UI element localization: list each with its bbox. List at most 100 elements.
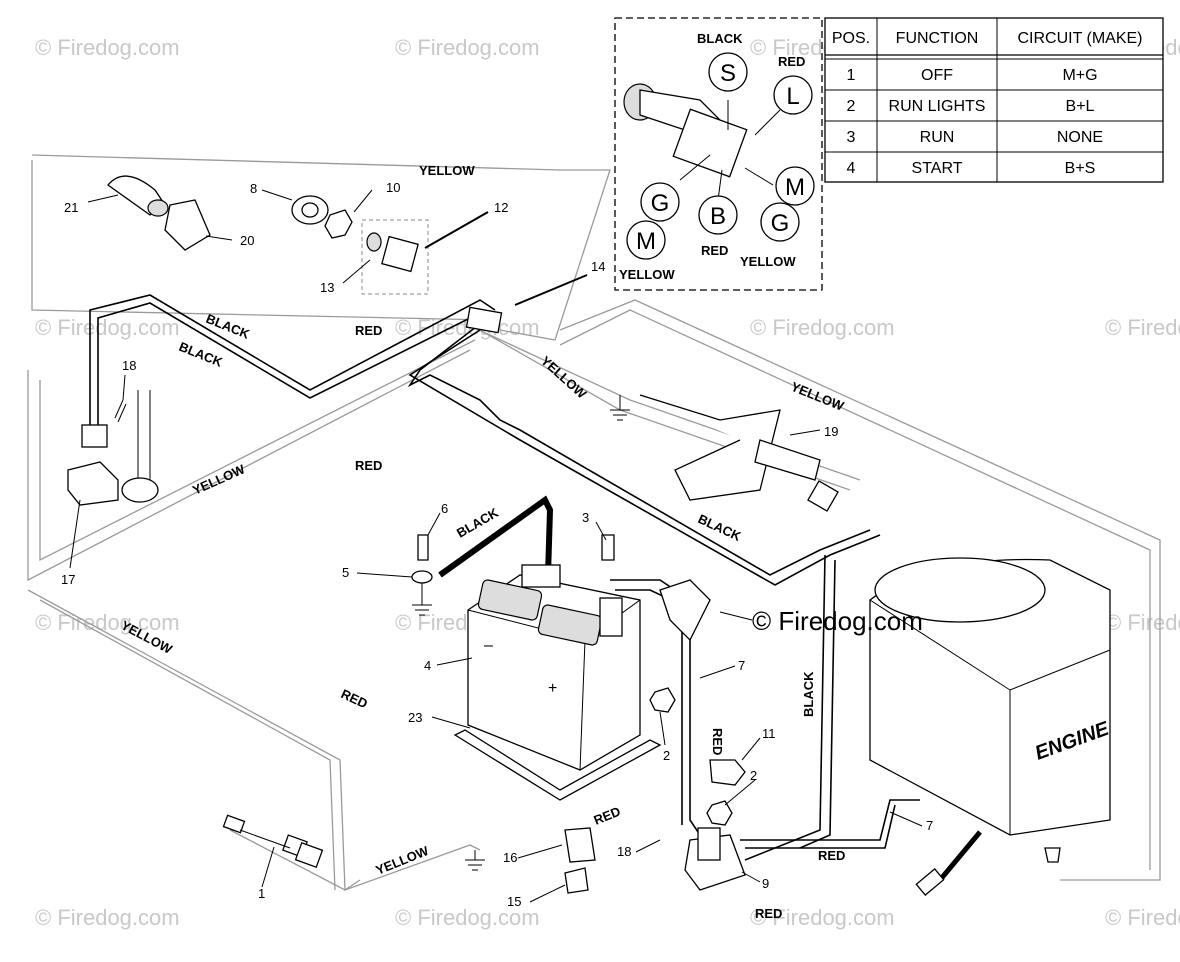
callout: 7: [738, 658, 745, 673]
callout: 6: [441, 501, 448, 516]
watermarks: © Firedog.com © Firedog.com © Firedog.co…: [35, 35, 1180, 930]
light-socket: [164, 199, 211, 251]
yellow-harness-outline: [27, 154, 1161, 892]
seat-switch: [67, 461, 119, 506]
callout: 21: [64, 200, 78, 215]
pin-label: G: [651, 190, 670, 217]
ignition-switch-detail: S L G B M G M BLACK RED RED YELLOW YELLO…: [619, 31, 815, 282]
ignition-switch: [381, 235, 419, 273]
callout: 12: [494, 200, 508, 215]
battery-post-positive: [599, 597, 623, 637]
table-cell: OFF: [921, 67, 953, 84]
pin-label: S: [720, 60, 736, 87]
callout: 9: [762, 876, 769, 891]
callout: 2: [750, 768, 757, 783]
pin-label: B: [710, 203, 726, 230]
callout: 4: [424, 658, 431, 673]
pin-label: L: [786, 83, 799, 110]
watermark: © Firedog.com: [1105, 905, 1180, 930]
callout: 10: [386, 180, 400, 195]
copyright-mark: © Firedog.com: [719, 606, 923, 636]
watermark: © Firedog.com: [750, 315, 895, 340]
watermark: © Firedog.com: [35, 610, 180, 635]
callout: 11: [762, 726, 776, 741]
pin-s: [708, 52, 748, 92]
wire-label: YELLOW: [374, 843, 432, 878]
callout: 2: [663, 748, 670, 763]
watermark: © Firedog.com: [395, 905, 540, 930]
wire-label: BLACK: [801, 671, 816, 717]
switch-wire-label: YELLOW: [740, 254, 796, 269]
pin-l: [773, 75, 813, 115]
wire-label: YELLOW: [190, 461, 248, 498]
watermark: © Firedog.com: [1105, 610, 1180, 635]
watermark: © Firedog.com: [395, 35, 540, 60]
pin-m: [626, 220, 666, 260]
wire-label: RED: [755, 906, 782, 921]
table-cell: B+S: [1065, 160, 1096, 177]
table-cell: 1: [847, 67, 856, 84]
callout: 8: [250, 181, 257, 196]
pin-label: M: [636, 228, 656, 255]
callout: 23: [408, 710, 422, 725]
table-cell: B+L: [1066, 98, 1095, 115]
wire-label: RED: [592, 804, 623, 828]
dashed-boxes: [361, 17, 823, 295]
table-cell: 4: [847, 160, 856, 177]
wire-label: BLACK: [696, 511, 744, 544]
pin-label: G: [771, 210, 790, 237]
wire-label: BLACK: [204, 311, 252, 342]
callout: 1: [258, 886, 265, 901]
table-header: FUNCTION: [896, 30, 979, 47]
callout: 20: [240, 233, 254, 248]
table-cell: NONE: [1057, 129, 1103, 146]
callout: 14: [591, 259, 605, 274]
wire-label: RED: [339, 686, 370, 711]
watermark: © Firedog.com: [1105, 315, 1180, 340]
key: [564, 867, 589, 894]
switch-wire-label: YELLOW: [619, 267, 675, 282]
pin-g: [760, 202, 800, 242]
watermark: © Firedog.com: [35, 35, 180, 60]
bracket: [639, 394, 781, 501]
callout: 5: [342, 565, 349, 580]
watermark: © Firedog.com: [35, 315, 180, 340]
wire-label: YELLOW: [419, 163, 475, 178]
wire-label: RED: [355, 458, 382, 473]
table-cell: RUN LIGHTS: [889, 98, 986, 115]
switch-wire-label: RED: [778, 54, 805, 69]
callout: 13: [320, 280, 334, 295]
battery-symbol: +: [548, 680, 557, 697]
table-header: POS.: [832, 30, 870, 47]
callouts: 21 20 8 10 12 13 14 18 17 19 6 3 5 4 23 …: [61, 180, 933, 909]
callout: 19: [824, 424, 838, 439]
switch-wire-label: RED: [701, 243, 728, 258]
callout: 18: [122, 358, 136, 373]
callout: 7: [926, 818, 933, 833]
terminal-cover: [709, 759, 746, 786]
connector-19: [754, 439, 821, 481]
wire-label: RED: [818, 848, 845, 863]
wire-label: RED: [355, 323, 382, 338]
table-cell: 2: [847, 98, 856, 115]
copyright-text: © Firedog.com: [752, 606, 923, 636]
callout: 18: [617, 844, 631, 859]
table-cell: M+G: [1062, 67, 1097, 84]
battery-post-negative: [521, 564, 561, 588]
switch-wire-label: BLACK: [697, 31, 743, 46]
key-cover: [564, 827, 596, 863]
switch-table: POS. FUNCTION CIRCUIT (MAKE) 1 OFF M+G 2…: [824, 17, 1164, 183]
table-cell: RUN: [920, 129, 955, 146]
pin-g: [640, 182, 680, 222]
terminal-boot: [659, 579, 711, 642]
nut: [324, 209, 353, 239]
callout: 15: [507, 894, 521, 909]
pin-m: [775, 166, 815, 206]
parts: – + ENGINE: [67, 175, 1112, 896]
watermark: © Firedog.com: [750, 905, 895, 930]
callout: 16: [503, 850, 517, 865]
table-cell: 3: [847, 129, 856, 146]
callout: 3: [582, 510, 589, 525]
battery-symbol: –: [484, 637, 493, 654]
